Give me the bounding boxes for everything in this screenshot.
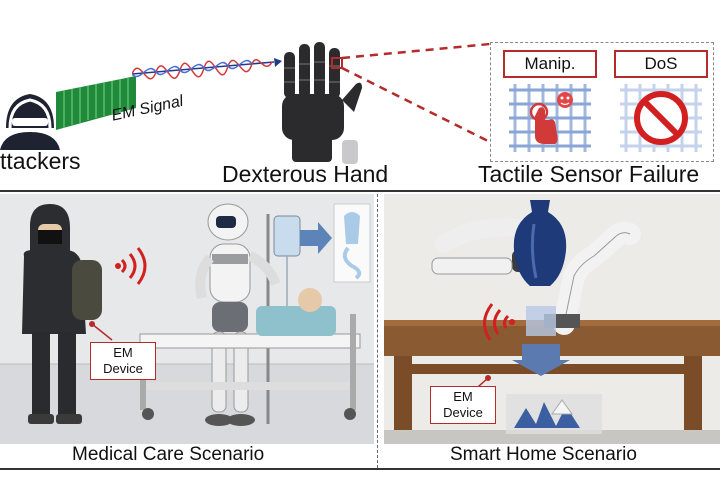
medical-em-line1: EM: [113, 345, 133, 360]
attackers-label: ttackers: [0, 148, 81, 174]
callout-lines: [331, 42, 491, 144]
hacker-icon: [0, 94, 60, 150]
home-em-line2: Device: [443, 405, 483, 420]
section-divider: [0, 190, 720, 192]
medical-caption: Medical Care Scenario: [72, 444, 265, 465]
medical-em-line2: Device: [103, 361, 143, 376]
hand-label: Dexterous Hand: [222, 161, 389, 187]
antenna-icon: [56, 76, 136, 130]
home-caption: Smart Home Scenario: [450, 444, 637, 465]
tactile-label: Tactile Sensor Failure: [478, 161, 700, 187]
robot-hand-icon: [282, 42, 362, 164]
home-em-device-box: EM Device: [430, 386, 496, 424]
home-scene: [384, 194, 720, 444]
home-panel: EM Device: [384, 194, 720, 444]
dos-title: DoS: [614, 50, 708, 78]
manip-title: Manip.: [503, 50, 597, 78]
em-wave: [132, 58, 282, 80]
home-em-line1: EM: [453, 389, 473, 404]
bottom-border: [0, 468, 720, 470]
medical-em-device-box: EM Device: [90, 342, 156, 380]
medical-panel: EM Device: [0, 194, 374, 444]
dos-sensor-grid: [620, 84, 702, 152]
manipulated-sensor-grid: [509, 84, 591, 152]
medical-scene: [0, 194, 374, 444]
panel-divider: [377, 194, 378, 468]
top-section: ttackers EM Signal: [0, 0, 720, 190]
